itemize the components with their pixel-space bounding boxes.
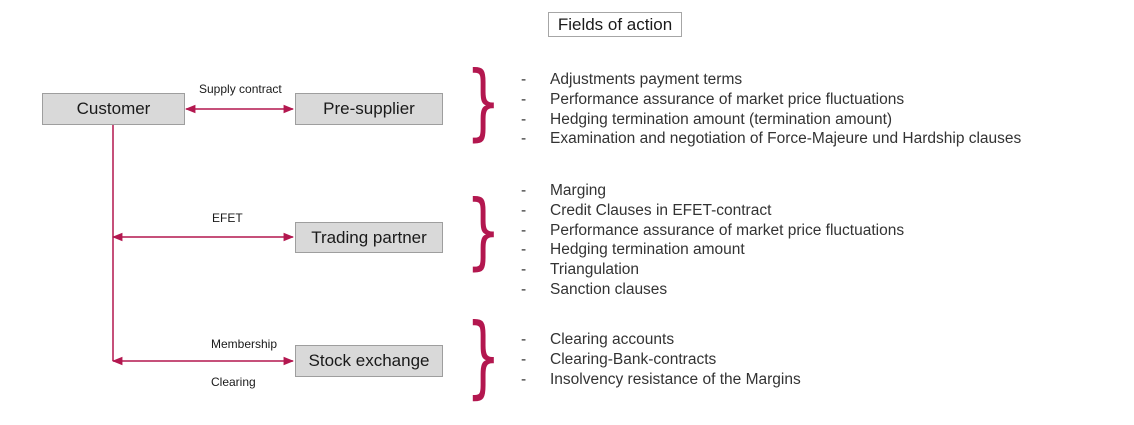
list-item: -Adjustments payment terms: [521, 71, 743, 88]
brace-group-1: }: [466, 54, 501, 151]
supply-contract-label: Supply contract: [199, 82, 282, 96]
list-item: -Marging: [521, 182, 606, 199]
list-item: -Examination and negotiation of Force-Ma…: [521, 130, 1022, 148]
list-item: -Sanction clauses: [521, 280, 668, 298]
list-item: -Hedging termination amount (termination…: [521, 110, 893, 128]
list-item: -Clearing accounts: [521, 331, 675, 348]
list-item: -Clearing-Bank-contracts: [521, 350, 717, 368]
trading-partner-node: Trading partner: [295, 222, 443, 253]
list-item: -Performance assurance of market price f…: [521, 90, 905, 108]
clearing-label: Clearing: [211, 375, 256, 389]
pre-supplier-node: Pre-supplier: [295, 93, 443, 125]
list-item: -Insolvency resistance of the Margins: [521, 370, 801, 388]
stock-exchange-node: Stock exchange: [295, 345, 443, 377]
brace-group-2: }: [466, 183, 501, 280]
action-list-group-3: -Clearing accounts -Clearing-Bank-contra…: [521, 330, 801, 389]
list-item: -Hedging termination amount: [521, 241, 745, 259]
efet-label: EFET: [212, 211, 243, 225]
list-item: -Credit Clauses in EFET-contract: [521, 201, 772, 219]
action-list-group-1: -Adjustments payment terms -Performance …: [521, 70, 1021, 149]
fields-of-action-title: Fields of action: [548, 12, 682, 37]
brace-group-3: }: [466, 306, 501, 410]
list-item: -Triangulation: [521, 261, 640, 279]
list-item: -Performance assurance of market price f…: [521, 221, 905, 239]
action-list-group-2: -Marging -Credit Clauses in EFET-contrac…: [521, 181, 904, 300]
customer-node: Customer: [42, 93, 185, 125]
membership-label: Membership: [211, 337, 278, 351]
